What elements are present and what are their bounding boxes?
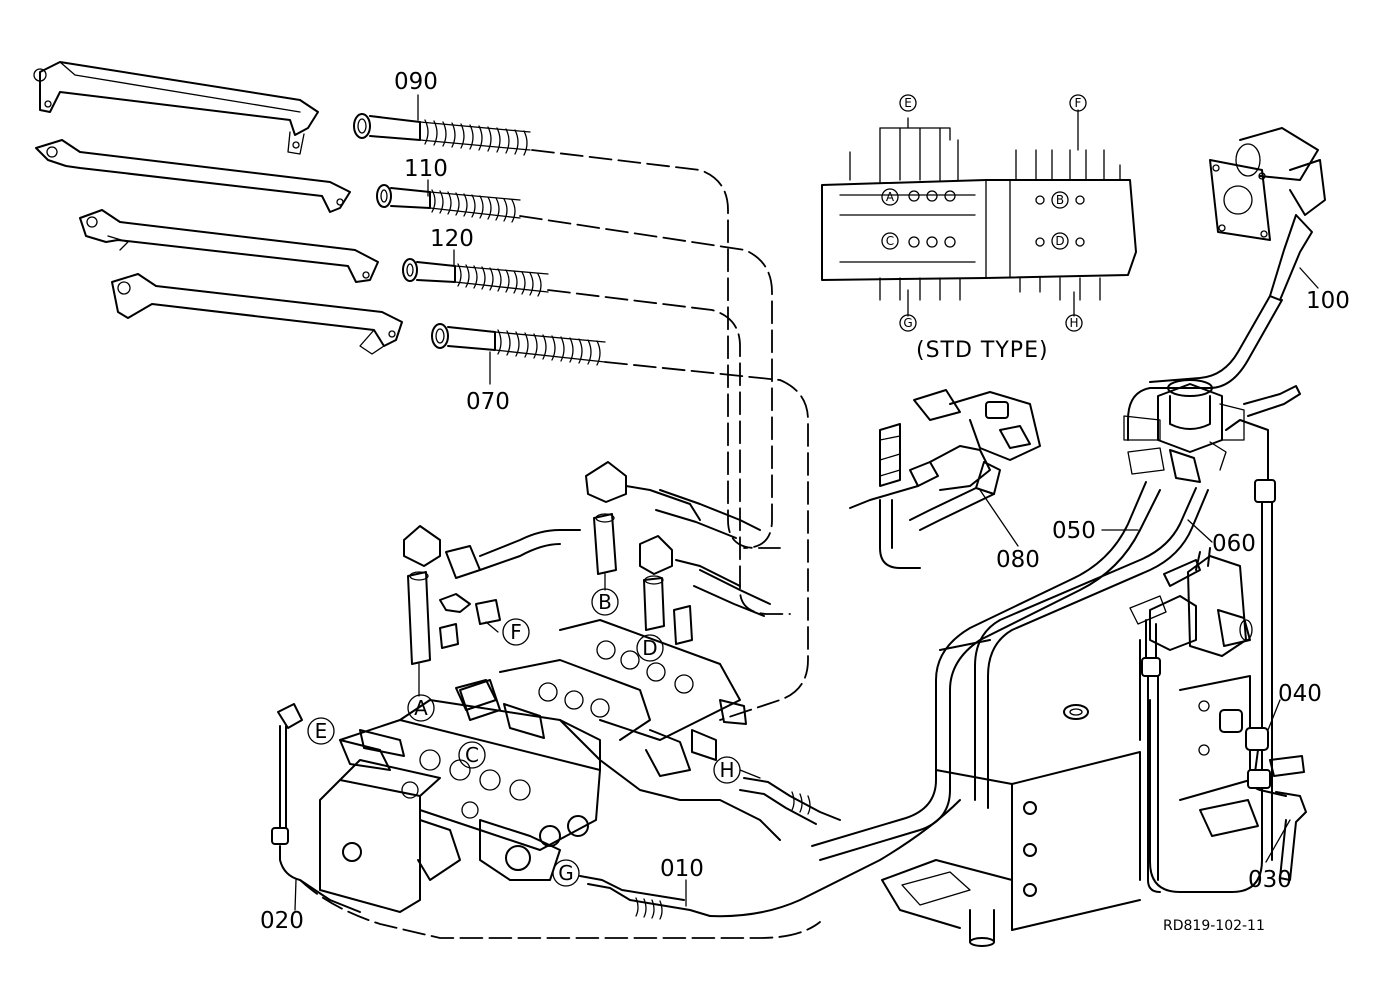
hose-010-020 — [299, 777, 961, 939]
svg-text:G: G — [903, 316, 912, 330]
label-040: 040 — [1278, 681, 1322, 707]
inset-marker-c: C — [881, 232, 899, 250]
inset-marker-b: B — [1051, 191, 1069, 209]
svg-text:D: D — [642, 636, 657, 660]
std-type-inset — [821, 109, 1137, 317]
hose-050-060 — [811, 387, 1276, 893]
port-marker-d: D — [636, 634, 664, 662]
label-100: 100 — [1306, 288, 1350, 314]
svg-text:H: H — [719, 758, 734, 782]
inset-marker-h: H — [1065, 314, 1083, 332]
label-110: 110 — [404, 156, 448, 182]
svg-text:B: B — [1056, 193, 1064, 207]
label-070: 070 — [466, 389, 510, 415]
port-marker-a: A — [407, 694, 435, 722]
svg-text:E: E — [904, 96, 912, 110]
inset-caption: (STD TYPE) — [916, 338, 1049, 363]
inset-marker-a: A — [881, 188, 899, 206]
pump-flange-fitting — [1149, 127, 1326, 389]
svg-text:H: H — [1069, 316, 1078, 330]
svg-text:C: C — [886, 234, 894, 248]
port-marker-g: G — [552, 859, 580, 887]
pilot-cable-070 — [111, 273, 606, 366]
inset-marker-g: G — [899, 314, 917, 332]
label-020: 020 — [260, 908, 304, 934]
fitting-040-030 — [1219, 709, 1307, 881]
label-090: 090 — [394, 69, 438, 95]
port-marker-e: E — [307, 717, 335, 745]
port-marker-h: H — [713, 756, 741, 784]
hose-080-area — [655, 389, 1041, 617]
svg-text:C: C — [465, 743, 479, 767]
svg-text:A: A — [886, 190, 895, 204]
label-010: 010 — [660, 856, 704, 882]
inset-marker-e: E — [899, 94, 917, 112]
cable-routes — [519, 149, 809, 721]
svg-text:B: B — [598, 590, 612, 614]
svg-text:D: D — [1055, 234, 1064, 248]
inset-marker-d: D — [1051, 232, 1069, 250]
port-marker-f: F — [502, 618, 530, 646]
svg-text:F: F — [1075, 96, 1082, 110]
label-030: 030 — [1248, 867, 1292, 893]
solenoid-valve-upper — [1123, 379, 1301, 483]
pilot-cable-090 — [33, 61, 531, 156]
leader-lines — [294, 94, 1319, 911]
svg-text:G: G — [558, 861, 574, 885]
label-050: 050 — [1052, 518, 1096, 544]
port-marker-c: C — [458, 741, 486, 769]
svg-text:A: A — [414, 696, 428, 720]
port-marker-b: B — [591, 588, 619, 616]
label-120: 120 — [430, 226, 474, 252]
label-060: 060 — [1212, 531, 1256, 557]
inset-marker-f: F — [1069, 94, 1087, 112]
solenoid-valve-lower — [1129, 547, 1253, 893]
pilot-cable-120 — [79, 209, 549, 297]
port-fittings — [271, 461, 741, 913]
svg-text:F: F — [510, 620, 522, 644]
svg-text:E: E — [315, 719, 328, 743]
hydraulic-tank — [881, 639, 1305, 947]
label-080: 080 — [996, 547, 1040, 573]
reference-code: RD819-102-11 — [1163, 918, 1265, 934]
control-valve-assembly — [319, 619, 781, 913]
pilot-cable-110 — [35, 139, 521, 223]
